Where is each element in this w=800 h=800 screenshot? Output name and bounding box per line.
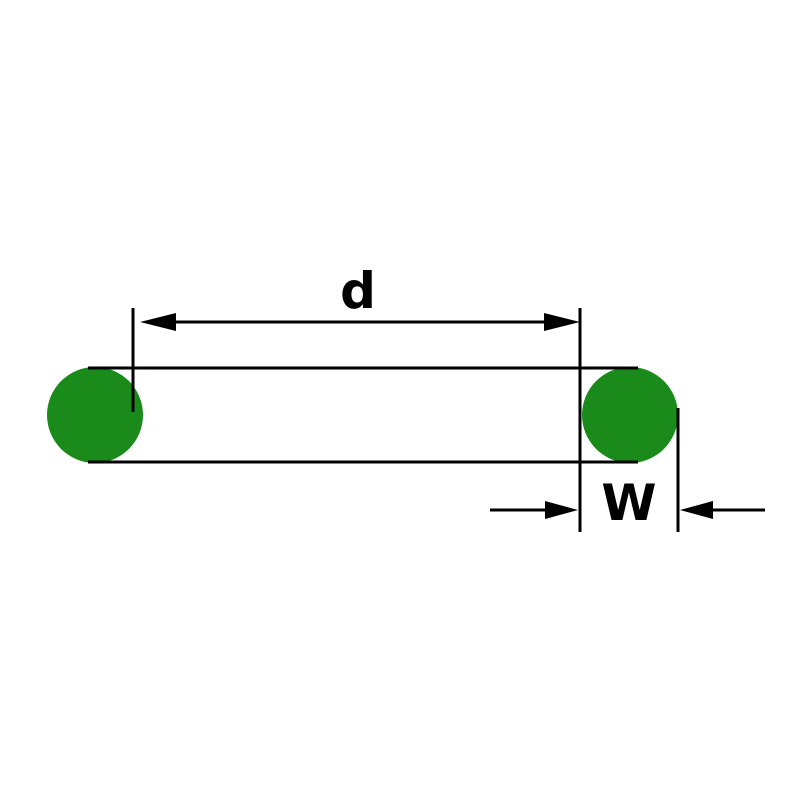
d-left-arrowhead [140, 313, 176, 331]
cross-section-width-label: W [601, 474, 656, 532]
w-right-arrowhead [680, 501, 713, 519]
right-cross-section-circle [582, 367, 678, 463]
w-left-arrowhead [545, 501, 578, 519]
inner-diameter-label: d [340, 262, 376, 320]
d-right-arrowhead [544, 313, 580, 331]
left-cross-section-circle [47, 367, 143, 463]
